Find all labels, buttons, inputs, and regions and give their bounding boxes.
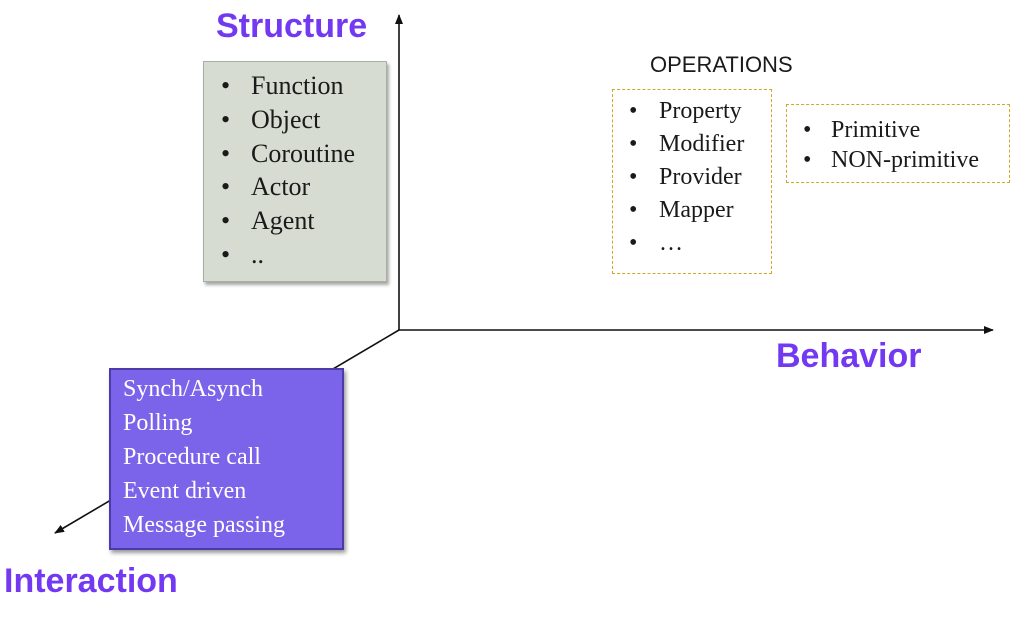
list-item: Object: [221, 103, 355, 137]
list-item: ..: [221, 238, 355, 272]
operations-title: OPERATIONS: [650, 52, 793, 77]
list-item: Message passing: [123, 512, 285, 538]
list-item: Procedure call: [123, 444, 261, 470]
interaction-axis-label: Interaction: [4, 562, 178, 600]
list-item: Synch/Asynch: [123, 376, 263, 402]
list-item: Agent: [221, 204, 355, 238]
behavior-axis-label: Behavior: [776, 337, 922, 375]
list-item: Modifier: [629, 128, 744, 161]
list-item: Coroutine: [221, 137, 355, 171]
list-item: Property: [629, 95, 744, 128]
list-item: NON-primitive: [803, 145, 979, 175]
structure-box: Function Object Coroutine Actor Agent ..: [203, 61, 387, 282]
primitive-box: Primitive NON-primitive: [786, 104, 1010, 183]
list-item: Function: [221, 69, 355, 103]
structure-axis-label: Structure: [216, 7, 368, 45]
interaction-list: Synch/Asynch Polling Procedure call Even…: [123, 372, 285, 542]
operations-box: Property Modifier Provider Mapper …: [612, 89, 772, 274]
list-item: Provider: [629, 161, 744, 194]
operations-list: Property Modifier Provider Mapper …: [629, 95, 744, 260]
list-item: Actor: [221, 170, 355, 204]
list-item: Primitive: [803, 115, 979, 145]
primitive-list: Primitive NON-primitive: [803, 115, 979, 175]
list-item: Mapper: [629, 194, 744, 227]
interaction-box: Synch/Asynch Polling Procedure call Even…: [109, 368, 344, 550]
list-item: Polling: [123, 410, 193, 436]
list-item: …: [629, 227, 744, 260]
structure-list: Function Object Coroutine Actor Agent ..: [221, 69, 355, 272]
list-item: Event driven: [123, 478, 247, 504]
